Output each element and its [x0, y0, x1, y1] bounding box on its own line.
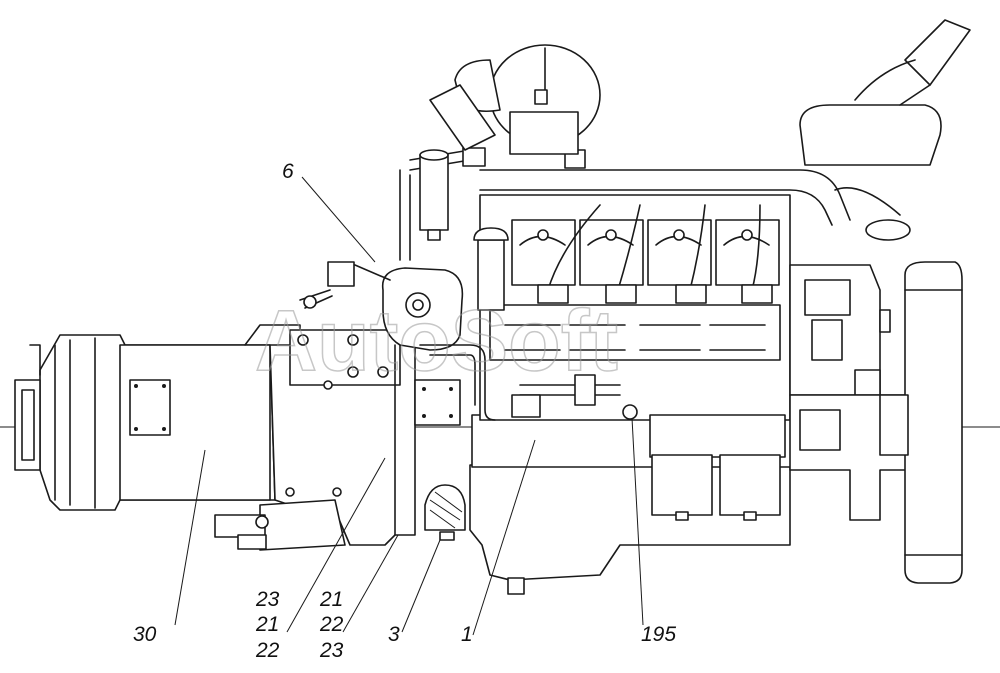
callout-6: 6 [282, 160, 294, 183]
callout-23-b: 23 [319, 639, 344, 662]
expansion-tank [429, 44, 601, 155]
air-duct [799, 19, 971, 241]
callout-195: 195 [641, 623, 676, 646]
callout-22-a: 22 [255, 639, 280, 662]
gearbox [14, 324, 301, 511]
oil-filters [622, 404, 786, 521]
callout-labels: 6 30 23 21 22 21 22 23 3 1 195 [133, 160, 676, 662]
callout-21-b: 21 [319, 588, 343, 611]
oil-filler [473, 227, 509, 311]
coolant-pipe [419, 344, 621, 421]
callout-30: 30 [133, 623, 157, 646]
valve-covers [511, 219, 780, 286]
callout-3: 3 [388, 623, 400, 646]
leader-lines [174, 176, 644, 636]
turbocharger [299, 261, 464, 351]
callout-1: 1 [461, 623, 473, 646]
fuel-injector-lines [537, 204, 773, 304]
callout-22-b: 22 [319, 613, 344, 636]
front-pulley [879, 261, 963, 584]
fuel-fine-filter-left [419, 149, 449, 241]
watermark: AutoSoft [255, 293, 618, 389]
callout-21-a: 21 [255, 613, 279, 636]
fuel-injection-pump [789, 264, 911, 521]
inspection-window [424, 484, 466, 541]
clutch-housing [269, 329, 461, 546]
callout-23-a: 23 [255, 588, 280, 611]
starter-motor [214, 487, 346, 551]
